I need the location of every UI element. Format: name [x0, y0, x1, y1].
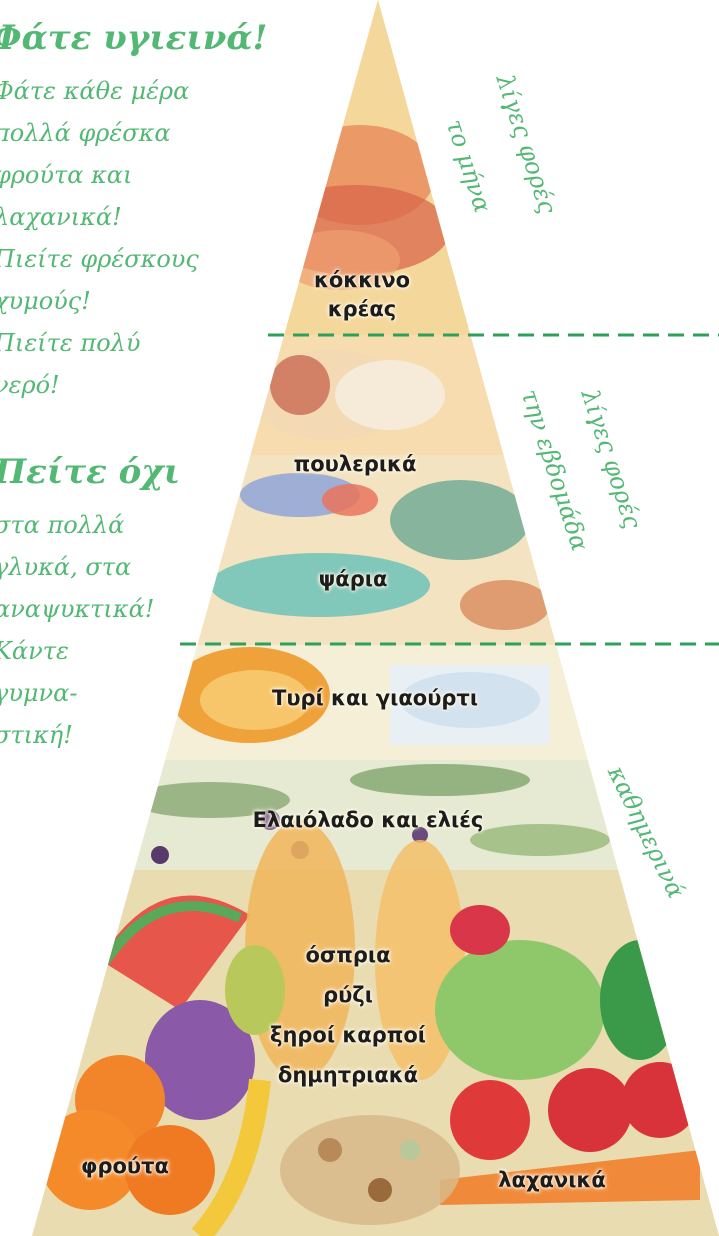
note-line: φρούτα και: [0, 154, 199, 196]
label-poultry: πουλερικά: [294, 450, 417, 479]
label-line: ξηροί καρποί: [270, 1015, 426, 1055]
label-line: ρύζι: [270, 975, 426, 1015]
note-line: Κάντε: [0, 630, 154, 672]
label-dairy: Τυρί και γιαούρτι: [272, 684, 478, 713]
label-line: κόκκινο: [314, 266, 410, 295]
say-no-notes: στα πολλά γλυκά, στα αναψυκτικά! Κάντε γ…: [0, 504, 154, 756]
note-line: γλυκά, στα: [0, 546, 154, 588]
label-line: δημητριακά: [270, 1055, 426, 1095]
note-line: γυμνα-: [0, 672, 154, 714]
label-vegetables: λαχανικά: [498, 1166, 606, 1195]
note-line: Πιείτε φρέσκους: [0, 238, 199, 280]
say-no-title: Πείτε όχι: [0, 452, 180, 492]
note-line: λαχανικά!: [0, 196, 199, 238]
label-line: όσπρια: [270, 935, 426, 975]
note-line: στική!: [0, 714, 154, 756]
healthy-eating-notes: Φάτε κάθε μέρα πολλά φρέσκα φρούτα και λ…: [0, 70, 199, 406]
note-line: πολλά φρέσκα: [0, 112, 199, 154]
note-line: στα πολλά: [0, 504, 154, 546]
label-fruits: φρούτα: [81, 1152, 169, 1181]
label-grains-legumes: όσπρια ρύζι ξηροί καρποί δημητριακά: [270, 935, 426, 1095]
label-red-meat: κόκκινο κρέας: [314, 266, 410, 324]
label-line: κρέας: [314, 295, 410, 324]
note-line: νερό!: [0, 364, 199, 406]
note-line: Πιείτε πολύ: [0, 322, 199, 364]
label-olive-oil: Ελαιόλαδο και ελιές: [253, 806, 484, 835]
label-fish: ψάρια: [319, 565, 388, 594]
note-line: Φάτε κάθε μέρα: [0, 70, 199, 112]
note-line: χυμούς!: [0, 280, 199, 322]
healthy-eating-title: Φάτε υγιεινά!: [0, 18, 267, 58]
note-line: αναψυκτικά!: [0, 588, 154, 630]
